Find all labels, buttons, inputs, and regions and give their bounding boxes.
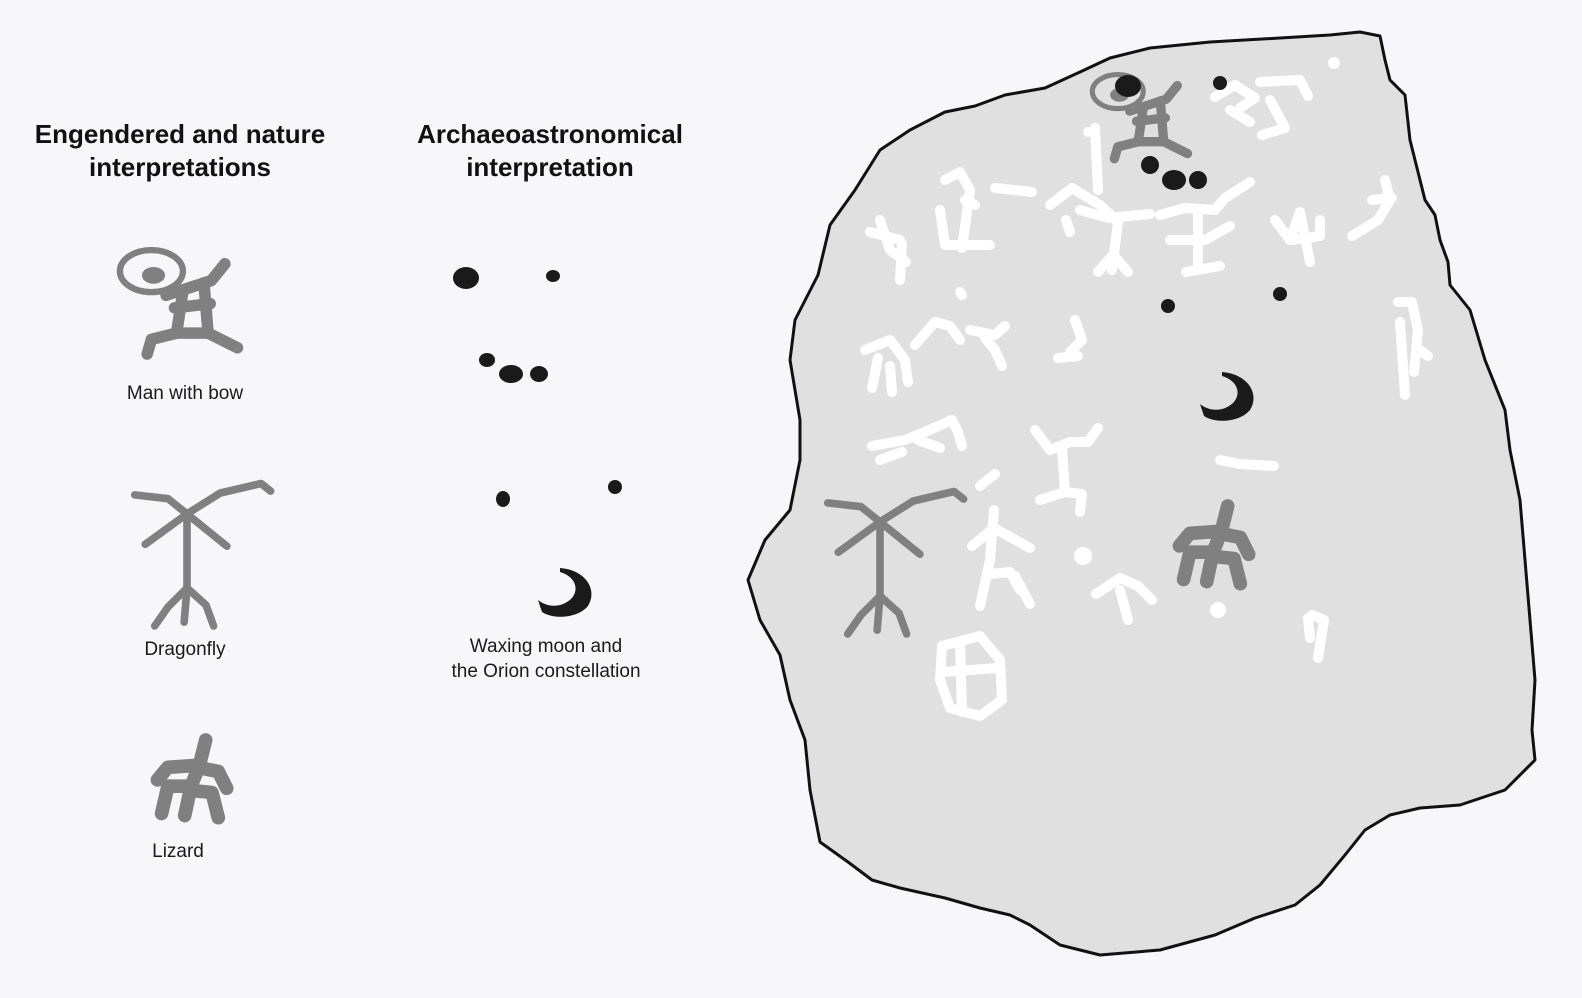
astro-interpretation-heading: Archaeoastronomical interpretation xyxy=(390,118,710,184)
waxing-moon-figure xyxy=(538,568,592,617)
nature-heading-line-2: interpretations xyxy=(88,152,272,182)
white-engravings xyxy=(860,75,1433,721)
man-with-bow-figure xyxy=(120,250,238,354)
astro-heading-line-2: interpretation xyxy=(466,152,634,182)
dragonfly-figure xyxy=(135,484,271,627)
astro-heading-line-1: Archaeoastronomical xyxy=(417,119,683,149)
dragonfly-caption: Dragonfly xyxy=(144,639,226,660)
rock-outline xyxy=(746,30,1537,957)
nature-interpretations-heading: Engendered and nature interpretations xyxy=(10,118,350,184)
moon-orion-caption-line-1: Waxing moon and xyxy=(469,636,623,657)
man-with-bow-caption: Man with bow xyxy=(126,383,244,404)
lizard-figure xyxy=(157,740,226,818)
moon-orion-caption: Waxing moon and the Orion constellation xyxy=(416,634,676,684)
moon-orion-caption-line-2: the Orion constellation xyxy=(451,661,641,682)
white-dots xyxy=(1074,57,1340,618)
orion-constellation-dots xyxy=(453,267,622,507)
rock-orion-dots xyxy=(1115,75,1287,313)
lizard-caption: Lizard xyxy=(152,841,204,862)
nature-heading-line-1: Engendered and nature xyxy=(34,119,326,149)
